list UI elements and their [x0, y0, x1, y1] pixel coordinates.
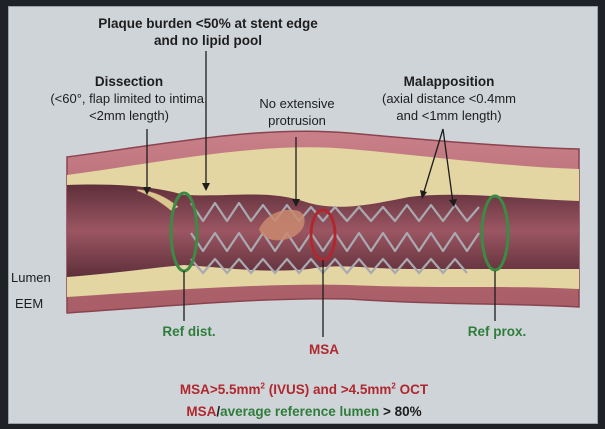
dissection-label: Dissection (<60°, flap limited to intima…: [29, 73, 229, 124]
plaque-burden-label: Plaque burden <50% at stent edge and no …: [71, 15, 345, 49]
ref-prox-label: Ref prox.: [455, 323, 539, 340]
msa-criteria-line: MSA>5.5mm2 (IVUS) and >4.5mm2 OCT: [139, 381, 469, 398]
ref-dist-label: Ref dist.: [149, 323, 229, 340]
lumen-label: Lumen: [11, 269, 51, 286]
protrusion-label: No extensive protrusion: [237, 95, 357, 129]
eem-label: EEM: [15, 295, 43, 312]
diagram-panel: Plaque burden <50% at stent edge and no …: [8, 6, 598, 424]
msa-label: MSA: [299, 341, 349, 358]
ratio-criteria-line: MSA/average reference lumen > 80%: [119, 403, 489, 420]
vessel-diagram: [9, 7, 597, 423]
malapposition-label: Malapposition (axial distance <0.4mm and…: [359, 73, 539, 124]
